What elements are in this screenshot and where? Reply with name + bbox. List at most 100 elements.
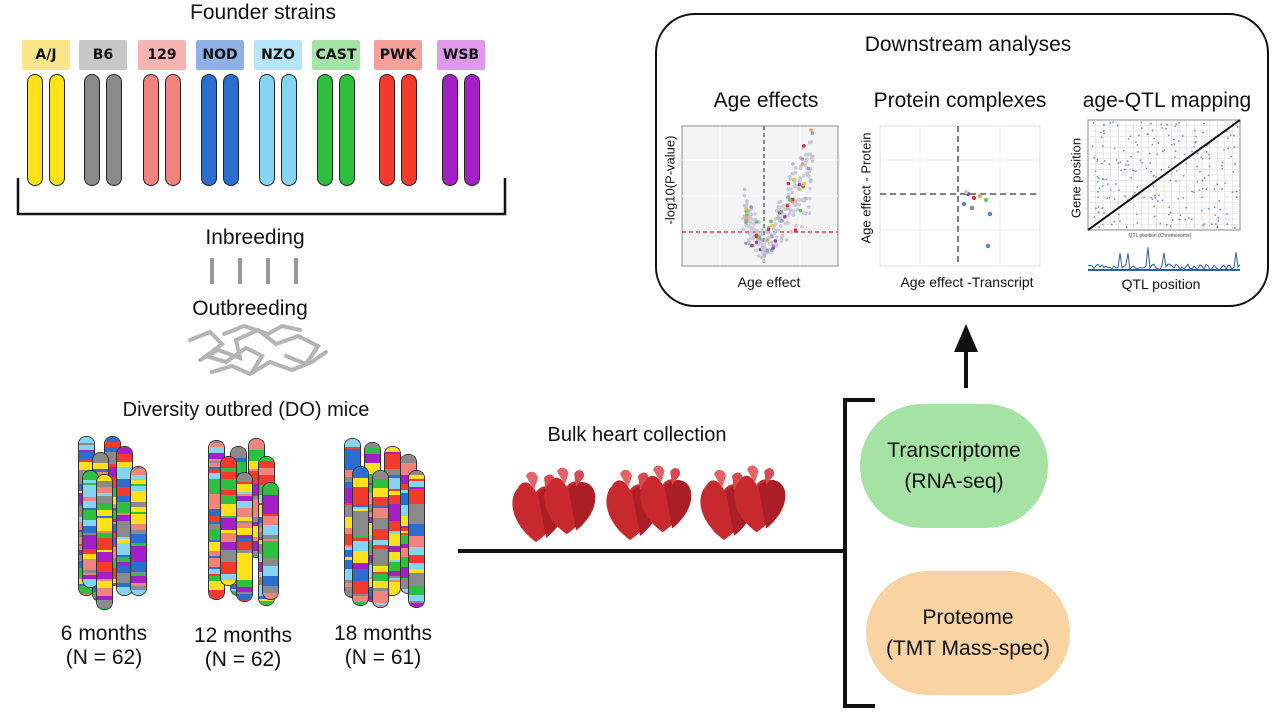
do-chromosome-band (365, 457, 380, 463)
plot-point (774, 244, 779, 248)
do-chromosome-band (131, 562, 146, 572)
do-chromosome-band (83, 570, 98, 573)
do-chromosome-band (373, 508, 388, 518)
do-chromosome-band (209, 445, 224, 447)
do-chromosome-band (209, 473, 224, 479)
do-chromosome-band (353, 594, 368, 596)
inbreeding-lines (210, 258, 298, 284)
do-chromosome-band (221, 468, 236, 472)
plot-point (786, 213, 791, 218)
plot-point (1165, 127, 1167, 130)
plot-point (1115, 183, 1117, 185)
do-chromosome-band (385, 504, 400, 511)
plot-point (1201, 157, 1204, 160)
plot-point (1154, 194, 1156, 197)
do-chromosome-band (373, 588, 388, 591)
do-chromosome (352, 466, 369, 606)
do-chromosome-band (259, 468, 274, 475)
do-chromosome-band (237, 580, 252, 587)
do-chromosome-band (385, 452, 400, 454)
plot-point (808, 196, 812, 201)
plot-point (1177, 197, 1180, 200)
plot-point (1175, 180, 1178, 183)
plot-point (1133, 169, 1135, 172)
plot-point (803, 162, 807, 167)
plot-point (800, 224, 804, 229)
plot-point (1163, 149, 1166, 152)
plot-point (1210, 223, 1213, 225)
do-chromosome-band (117, 513, 132, 515)
do-chromosome-band (105, 447, 120, 452)
do-chromosome-band (373, 506, 388, 508)
plot-point (776, 216, 780, 221)
do-chromosome-band (249, 496, 264, 499)
do-chromosome-band (221, 495, 236, 504)
plot-point (1226, 223, 1229, 226)
plot-point (753, 212, 757, 216)
do-chromosome-band (131, 543, 146, 546)
plot-point (774, 235, 779, 240)
plot-point (766, 227, 771, 232)
plot-point (1232, 171, 1235, 173)
plot-point (760, 228, 764, 232)
do-chromosome-band (97, 572, 112, 579)
do-chromosome-band (131, 514, 146, 524)
do-chromosome-band (79, 437, 94, 443)
plot-point (798, 187, 802, 192)
do-chromosome (220, 456, 237, 586)
do-chromosome-band (83, 549, 98, 554)
plot-point (1122, 149, 1125, 152)
do-chromosome-band (117, 515, 132, 521)
do-chromosome-band (263, 525, 278, 535)
do-chromosome-band (117, 487, 132, 496)
do-chromosome-band (409, 481, 424, 487)
plot-point (1184, 218, 1187, 221)
plot-point (744, 241, 748, 246)
do-chromosome-band (237, 553, 252, 565)
do-chromosome-band (237, 538, 252, 542)
do-chromosome-band (385, 582, 400, 590)
plot-point (744, 207, 749, 211)
do-chromosome-band (237, 473, 252, 482)
do-chromosome-band (409, 479, 424, 481)
do-chromosome-band (373, 574, 388, 581)
do-chromosome-band (209, 461, 224, 463)
do-chromosome-band (209, 556, 224, 558)
do-chromosome-band (131, 475, 146, 480)
group-n: (N = 61) (344, 646, 422, 669)
transcriptome-blob: Transcriptome (RNA-seq) (860, 404, 1048, 528)
do-chromosome-band (83, 497, 98, 501)
plot-point (1200, 209, 1203, 212)
plot-point (1118, 213, 1120, 216)
plot-point (754, 240, 759, 245)
do-chromosome-band (373, 601, 388, 603)
do-chromosome-band (385, 531, 400, 534)
do-chromosome-band (97, 607, 112, 609)
plot-point (1177, 140, 1180, 142)
plot-point (1166, 124, 1169, 126)
plot-point (1140, 121, 1143, 124)
do-chromosome-band (131, 586, 146, 590)
plot-point (1106, 183, 1109, 186)
strain-chromosome (259, 74, 275, 186)
plot-point (1109, 189, 1112, 191)
do-chromosome-band (385, 447, 400, 452)
plot-point (1156, 153, 1159, 156)
do-chromosome-band (117, 566, 132, 573)
do-chromosome-band (353, 507, 368, 509)
plot-point (1188, 217, 1190, 219)
plot-point (1190, 218, 1193, 221)
do-chromosome-band (105, 455, 120, 464)
do-chromosome-band (409, 496, 424, 504)
plot-point (1101, 184, 1104, 187)
do-chromosome-band (353, 487, 368, 494)
do-chromosome-band (117, 479, 132, 487)
plot-point (1224, 182, 1226, 184)
plot-point (1167, 166, 1170, 169)
plot-point (1110, 223, 1113, 226)
strain-chromosome (401, 74, 417, 186)
plot-point (1169, 179, 1172, 182)
do-chromosome-band (97, 510, 112, 516)
do-chromosome-band (409, 555, 424, 563)
plot-point (1216, 226, 1219, 229)
